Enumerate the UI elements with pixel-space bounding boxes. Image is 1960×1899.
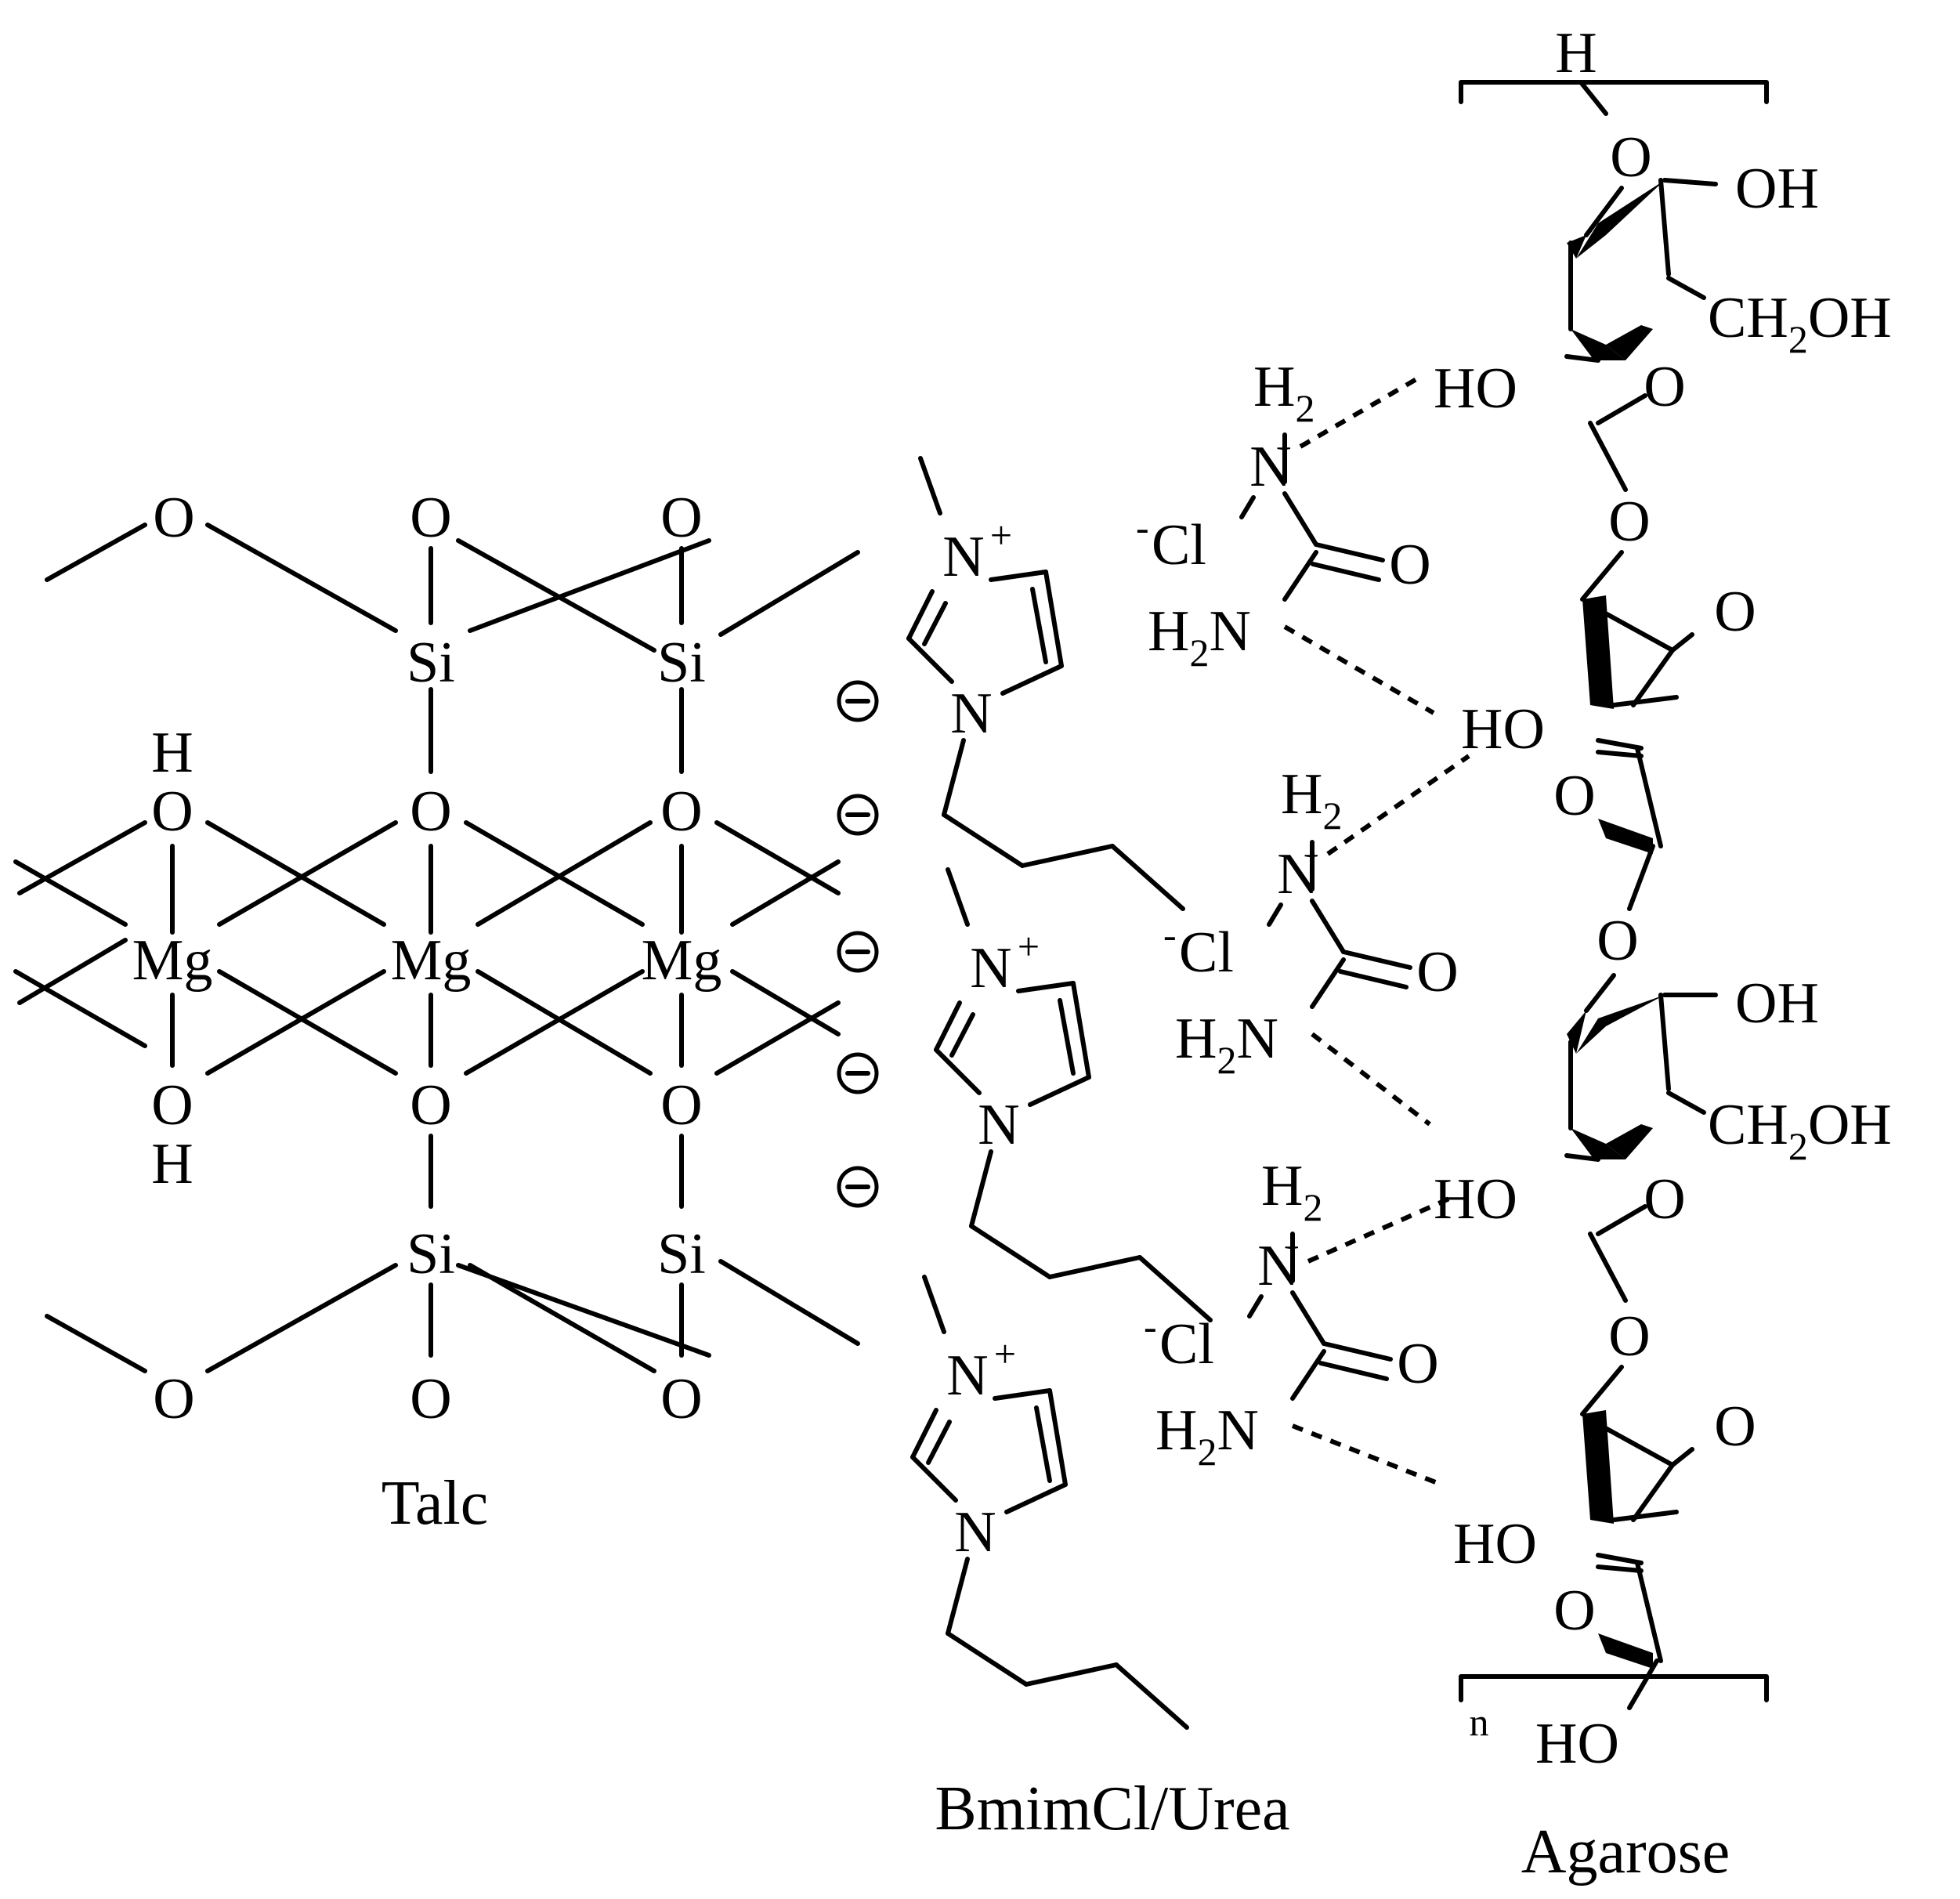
talc-oxygen: O xyxy=(151,1073,193,1138)
talc-oxygen: O xyxy=(410,486,451,550)
bmim-cation: N + N xyxy=(906,456,1185,911)
talc-magnesium: Mg xyxy=(132,928,213,993)
urea-nh2-hydrogen: H2 xyxy=(1253,355,1315,430)
surface-negative-charges xyxy=(837,680,879,1208)
imidazolium-nitrogen: N xyxy=(970,936,1011,1000)
urea-chloride-complex: H2 N - Cl O H2N xyxy=(1163,754,1470,1127)
positive-charge: + xyxy=(994,1332,1016,1376)
talc-structure: O O O Si Si H O O O Mg Mg Mg O H O O Si … xyxy=(13,486,860,1538)
talc-oxygen: O xyxy=(151,779,193,844)
bmim-cation: N + N xyxy=(910,1275,1189,1730)
hydroxyl-group: OH xyxy=(1735,157,1819,221)
talc-oxygen: O xyxy=(410,1367,451,1431)
urea-nh2-hydrogen: H2 xyxy=(1281,762,1342,837)
minus-charge-icon xyxy=(837,1166,879,1208)
hydroxyl-group: HO xyxy=(1434,1167,1517,1232)
minus-charge-icon xyxy=(837,1052,879,1094)
urea-nh2-hydrogen: H2 xyxy=(1261,1154,1322,1229)
glycosidic-oxygen: O xyxy=(1608,1304,1650,1369)
repeat-count: n xyxy=(1470,1700,1489,1744)
imidazolium-nitrogen: N xyxy=(978,1093,1019,1157)
chloride-charge: - xyxy=(1144,1304,1157,1348)
chloride-charge: - xyxy=(1136,505,1149,549)
talc-silicon: Si xyxy=(407,631,455,695)
hydroxyl-group: HO xyxy=(1461,697,1545,761)
urea-amine-group: H2N xyxy=(1148,599,1251,675)
talc-silicon: Si xyxy=(657,1222,706,1286)
talc-magnesium: Mg xyxy=(391,928,472,993)
minus-charge-icon xyxy=(837,794,879,836)
talc-caption: Talc xyxy=(382,1469,489,1538)
talc-oxygen: O xyxy=(660,1073,702,1138)
bridge-oxygen: O xyxy=(1714,580,1756,644)
talc-silicon: Si xyxy=(407,1222,455,1286)
urea-amine-group: H2N xyxy=(1155,1398,1259,1474)
minus-charge-icon xyxy=(837,680,879,722)
urea-carbonyl-oxygen: O xyxy=(1389,533,1430,597)
positive-charge: + xyxy=(1018,924,1040,968)
hydroxyl-group: HO xyxy=(1434,356,1517,421)
imidazolium-nitrogen: N xyxy=(950,682,992,746)
bmim-cation: N + N xyxy=(934,867,1213,1322)
terminal-hydroxyl: HO xyxy=(1535,1712,1619,1776)
imidazolium-nitrogen: N xyxy=(946,1344,988,1408)
imidazolium-nitrogen: N xyxy=(954,1500,996,1564)
bmimcl-urea-caption: BmimCl/Urea xyxy=(935,1774,1289,1843)
ring-oxygen: O xyxy=(1610,125,1651,190)
urea-carbonyl-oxygen: O xyxy=(1416,940,1458,1004)
urea-nitrogen: N xyxy=(1257,1234,1299,1298)
agarose-caption: Agarose xyxy=(1521,1818,1730,1886)
talc-oxygen: O xyxy=(410,779,451,844)
hydroxymethyl-group: CH2OH xyxy=(1708,286,1892,361)
talc-oxygen: O xyxy=(660,779,702,844)
urea-chloride-complex: H2 N - Cl O H2N xyxy=(1144,1154,1451,1487)
chloride-anion: Cl xyxy=(1152,513,1206,577)
talc-hydrogen: H xyxy=(151,721,193,785)
ring-oxygen: O xyxy=(1553,1579,1595,1643)
talc-magnesium: Mg xyxy=(642,928,722,993)
urea-chloride-complex: H2 N - Cl O H2N xyxy=(1136,355,1435,715)
minus-charge-icon xyxy=(837,931,879,973)
hydroxyl-group: HO xyxy=(1453,1512,1537,1576)
talc-oxygen: O xyxy=(410,1073,451,1138)
ring-oxygen: O xyxy=(1644,1167,1685,1232)
talc-oxygen: O xyxy=(153,1367,194,1431)
urea-carbonyl-oxygen: O xyxy=(1397,1332,1438,1396)
ring-oxygen: O xyxy=(1553,764,1595,828)
ring-oxygen: O xyxy=(1644,355,1685,419)
agarose-structure: n H O OH CH2OH HO O O O HO xyxy=(1434,21,1892,1886)
talc-silicon: Si xyxy=(657,631,706,695)
chloride-anion: Cl xyxy=(1179,921,1234,985)
hydroxymethyl-group: CH2OH xyxy=(1708,1093,1892,1168)
glycosidic-oxygen: O xyxy=(1597,909,1638,973)
agarose-end-hydrogen: H xyxy=(1555,21,1597,85)
imidazolium-nitrogen: N xyxy=(942,525,984,589)
glycosidic-oxygen: O xyxy=(1608,490,1650,554)
bridge-oxygen: O xyxy=(1714,1394,1756,1459)
talc-hydrogen: H xyxy=(151,1132,193,1196)
chloride-charge: - xyxy=(1163,913,1177,957)
talc-oxygen: O xyxy=(660,486,702,550)
positive-charge: + xyxy=(990,513,1012,557)
urea-nitrogen: N xyxy=(1249,435,1291,499)
talc-oxygen: O xyxy=(660,1367,702,1431)
urea-nitrogen: N xyxy=(1277,842,1318,906)
urea-amine-group: H2N xyxy=(1175,1007,1278,1082)
talc-oxygen: O xyxy=(153,486,194,550)
hydroxyl-group: OH xyxy=(1735,971,1819,1036)
chloride-anion: Cl xyxy=(1159,1312,1214,1376)
